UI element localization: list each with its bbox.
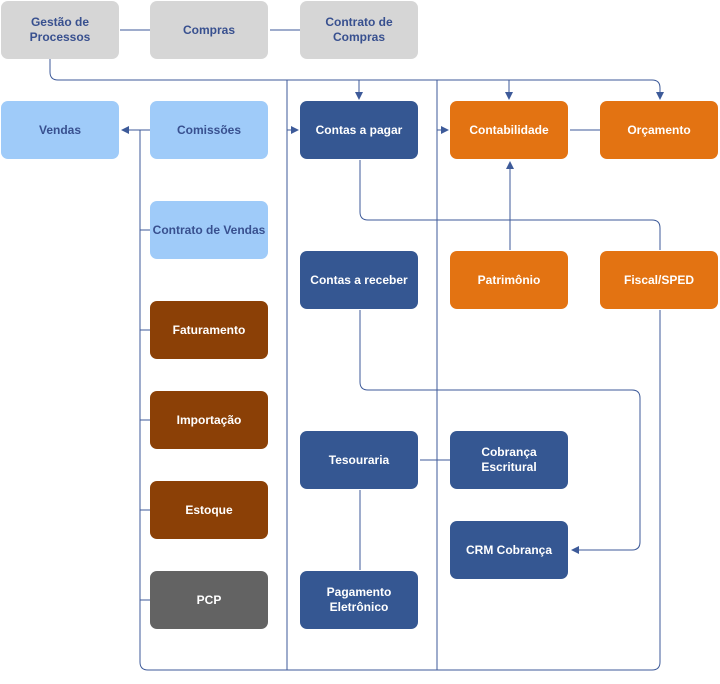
link-gestao-orcamento [49,59,664,100]
node-tesouraria[interactable]: Tesouraria [300,431,418,489]
node-vendas[interactable]: Vendas [1,101,119,159]
node-contrato-de-vendas[interactable]: Contrato de Vendas [150,201,268,259]
node-fiscal-sped[interactable]: Fiscal/SPED [600,251,718,309]
node-contas-a-pagar[interactable]: Contas a pagar [300,101,418,159]
left-bus [139,129,661,671]
node-pcp[interactable]: PCP [150,571,268,629]
node-crm-cobranca[interactable]: CRM Cobrança [450,521,568,579]
node-patrimonio[interactable]: Patrimônio [450,251,568,309]
link-receber-crm [359,310,641,554]
node-pagamento-eletronico[interactable]: Pagamento Eletrônico [300,571,418,629]
node-cobranca-escritural[interactable]: Cobrança Escritural [450,431,568,489]
node-gestao-de-processos[interactable]: Gestão de Processos [1,1,119,59]
node-estoque[interactable]: Estoque [150,481,268,539]
node-faturamento[interactable]: Faturamento [150,301,268,359]
node-contrato-de-compras[interactable]: Contrato de Compras [300,1,418,59]
node-contas-a-receber[interactable]: Contas a receber [300,251,418,309]
node-contabilidade[interactable]: Contabilidade [450,101,568,159]
node-compras[interactable]: Compras [150,1,268,59]
node-comissoes[interactable]: Comissões [150,101,268,159]
node-importacao[interactable]: Importação [150,391,268,449]
node-orcamento[interactable]: Orçamento [600,101,718,159]
